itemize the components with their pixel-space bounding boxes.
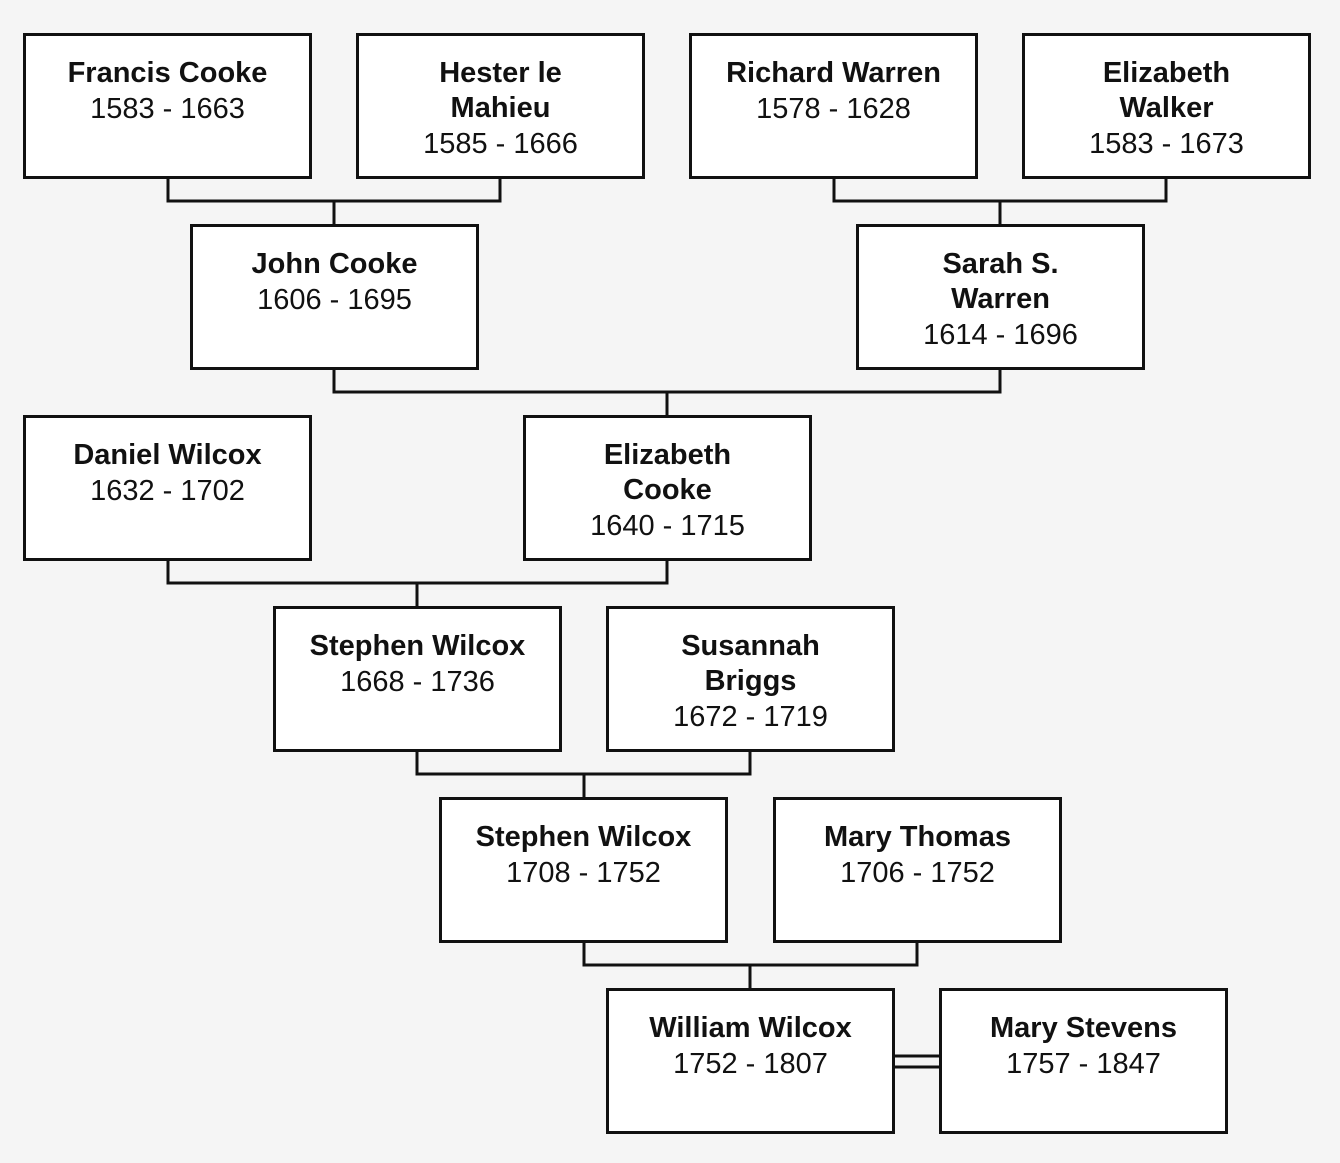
connector-warren-walker xyxy=(832,179,1168,203)
person-richard-warren: Richard Warren 1578 - 1628 xyxy=(689,33,978,179)
person-name: Stephen Wilcox xyxy=(475,821,692,853)
person-years: 1578 - 1628 xyxy=(756,93,911,125)
person-name: Stephen Wilcox xyxy=(309,630,526,662)
person-years: 1752 - 1807 xyxy=(673,1048,828,1080)
person-sarah-warren: Sarah S. Warren 1614 - 1696 xyxy=(856,224,1145,370)
person-name: Francis Cooke xyxy=(67,57,268,89)
person-years: 1672 - 1719 xyxy=(673,701,828,733)
person-hester-le-mahieu: Hester le Mahieu 1585 - 1666 xyxy=(356,33,645,179)
person-francis-cooke: Francis Cooke 1583 - 1663 xyxy=(23,33,312,179)
person-years: 1640 - 1715 xyxy=(590,510,745,542)
person-years: 1585 - 1666 xyxy=(423,128,578,160)
person-years: 1706 - 1752 xyxy=(840,857,995,889)
person-years: 1708 - 1752 xyxy=(506,857,661,889)
person-susannah-briggs: Susannah Briggs 1672 - 1719 xyxy=(606,606,895,752)
person-name: William Wilcox xyxy=(649,1012,852,1044)
person-stephen-wilcox-1708: Stephen Wilcox 1708 - 1752 xyxy=(439,797,728,943)
person-william-wilcox: William Wilcox 1752 - 1807 xyxy=(606,988,895,1134)
person-name: John Cooke xyxy=(251,248,418,280)
person-elizabeth-walker: Elizabeth Walker 1583 - 1673 xyxy=(1022,33,1311,179)
person-years: 1583 - 1663 xyxy=(90,93,245,125)
person-name: Daniel Wilcox xyxy=(73,439,262,471)
person-years: 1606 - 1695 xyxy=(257,284,412,316)
person-years: 1614 - 1696 xyxy=(923,319,1078,351)
connector-stephen-susannah xyxy=(415,752,752,776)
person-stephen-wilcox-1668: Stephen Wilcox 1668 - 1736 xyxy=(273,606,562,752)
person-name: Mary Thomas xyxy=(824,821,1011,853)
person-name: Susannah Briggs xyxy=(681,630,820,697)
person-years: 1583 - 1673 xyxy=(1089,128,1244,160)
connector-cooke-lemahieu xyxy=(166,179,502,203)
connector-stephen-mary-thomas xyxy=(582,943,919,967)
person-name: Richard Warren xyxy=(726,57,941,89)
person-daniel-wilcox: Daniel Wilcox 1632 - 1702 xyxy=(23,415,312,561)
person-name: Sarah S. Warren xyxy=(942,248,1059,315)
person-years: 1668 - 1736 xyxy=(340,666,495,698)
person-elizabeth-cooke: Elizabeth Cooke 1640 - 1715 xyxy=(523,415,812,561)
person-name: Hester le Mahieu xyxy=(439,57,562,124)
person-name: Mary Stevens xyxy=(990,1012,1177,1044)
person-name: Elizabeth Walker xyxy=(1102,57,1231,124)
person-mary-stevens: Mary Stevens 1757 - 1847 xyxy=(939,988,1228,1134)
person-name: Elizabeth Cooke xyxy=(603,439,732,506)
person-years: 1632 - 1702 xyxy=(90,475,245,507)
person-years: 1757 - 1847 xyxy=(1006,1048,1161,1080)
person-mary-thomas: Mary Thomas 1706 - 1752 xyxy=(773,797,1062,943)
connector-daniel-elizabeth xyxy=(166,561,669,585)
connector-john-sarah xyxy=(332,370,1002,394)
person-john-cooke: John Cooke 1606 - 1695 xyxy=(190,224,479,370)
